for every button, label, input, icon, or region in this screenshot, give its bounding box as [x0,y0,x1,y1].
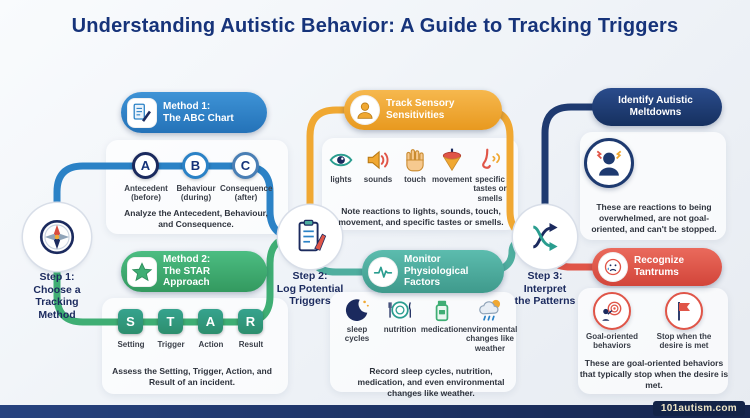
goal-target-icon [593,292,631,330]
speaker-icon [367,150,389,170]
document-pencil-icon [127,97,157,128]
meltdown-icon-circle [584,138,634,188]
sensory-label-sounds: sounds [363,175,393,184]
sensory-badge: Track Sensory Sensitivities [344,90,502,130]
meltdowns-description: These are reactions to being overwhelmed… [591,202,717,235]
sensory-item-movement: movement [431,147,473,184]
star-label-trigger: Trigger [157,340,185,349]
method2-description: Assess the Setting, Trigger, Action, and… [112,366,272,388]
moon-icon [345,299,369,321]
path-method2-green [53,233,314,326]
abc-label-behaviour: Behaviour (during) [176,184,216,203]
method1-badge: Method 1: The ABC Chart [121,92,267,133]
star-letter-r: R [238,309,263,334]
star-label-action: Action [198,340,224,349]
crossed-arrows-icon [532,223,558,251]
tantrum-label-goal: Goal-oriented behaviors [585,332,638,351]
physio-label-sleep: sleep cycles [344,325,370,344]
abc-letter-c: C [232,152,259,179]
weather-cloud-icon [479,299,501,321]
star-letter-s: S [118,309,143,334]
sensory-label-lights: lights [330,175,352,184]
crying-face-icon [598,252,628,282]
tantrum-item-stop: Stop when the desire is met [652,292,716,351]
star-label-result: Result [238,340,264,349]
physio-item-medication: medication [419,297,465,334]
page-title: Understanding Autistic Behavior: A Guide… [71,15,679,37]
tantrums-title: Recognize Tantrums [634,255,685,278]
physiological-description: Record sleep cycles, nutrition, medicati… [357,366,505,399]
sensory-description: Note reactions to lights, sounds, touch,… [338,206,504,228]
abc-letter-b: B [182,152,209,179]
star-label-setting: Setting [117,340,145,349]
meltdowns-badge: Identify Autistic Meltdowns [592,88,722,126]
tantrum-label-stop: Stop when the desire is met [656,332,712,351]
method1-title: Method 1: The ABC Chart [163,100,234,124]
tantrum-item-goal: Goal-oriented behaviors [584,292,640,351]
checklist-pencil-icon [298,219,327,252]
step1-node [26,206,88,268]
physio-label-medication: medication [420,325,464,334]
tantrums-badge: Recognize Tantrums [592,248,722,286]
meltdowns-title: Identify Autistic Meltdowns [618,95,693,118]
spinning-top-icon [442,148,462,172]
step2-label: Step 2: Log Potential Triggers [276,270,344,308]
eye-icon [329,153,353,167]
tantrums-description: These are goal-oriented behaviors that t… [579,358,729,391]
star-icon [127,256,157,287]
step1-label: Step 1: Choose a Tracking Method [33,271,81,321]
abc-label-antecedent: Antecedent (before) [124,184,168,203]
person-icon [350,95,380,125]
path-method1-blue [53,162,314,241]
abc-letter-a: A [132,152,159,179]
sensory-item-smells: specific tastes or smells [467,147,513,203]
abc-label-consequence: Consequence (after) [220,184,273,203]
step3-label: Step 3: Interpret the Patterns [514,270,576,308]
nose-icon [482,148,501,169]
compass-icon [39,219,75,255]
overwhelmed-person-icon [596,150,622,176]
method2-title: Method 2: The STAR Approach [163,253,211,289]
sensory-label-smells: specific tastes or smells [473,175,507,203]
flag-icon [665,292,703,330]
sensory-label-touch: touch [404,175,426,184]
physiological-badge: Monitor Physiological Factors [362,250,504,293]
footer-bar [0,405,750,418]
star-letter-a: A [198,309,223,334]
physio-label-weather: environmental changes like weather [462,325,518,353]
sensory-title: Track Sensory Sensitivities [386,98,455,121]
physio-item-weather: environmental changes like weather [462,297,518,353]
sensory-item-lights: lights [321,147,361,184]
sensory-label-movement: movement [431,175,472,184]
path-meltdowns-navy [541,103,606,241]
hand-icon [406,149,424,172]
step2-node [281,208,339,266]
step3-node [516,208,574,266]
physio-label-nutrition: nutrition [383,325,417,334]
physiological-title: Monitor Physiological Factors [404,253,469,289]
method1-description: Analyze the Antecedent, Behaviour, and C… [124,208,268,230]
sensory-item-sounds: sounds [358,147,398,184]
watermark: 101autism.com [652,401,745,416]
sensory-item-touch: touch [395,147,435,184]
physio-item-nutrition: nutrition [378,297,422,334]
star-letter-t: T [158,309,183,334]
method2-badge: Method 2: The STAR Approach [121,251,267,292]
medication-bottle-icon [435,300,449,322]
nutrition-plate-icon [388,301,411,319]
physio-item-sleep: sleep cycles [335,297,379,344]
heartbeat-icon [368,256,398,287]
